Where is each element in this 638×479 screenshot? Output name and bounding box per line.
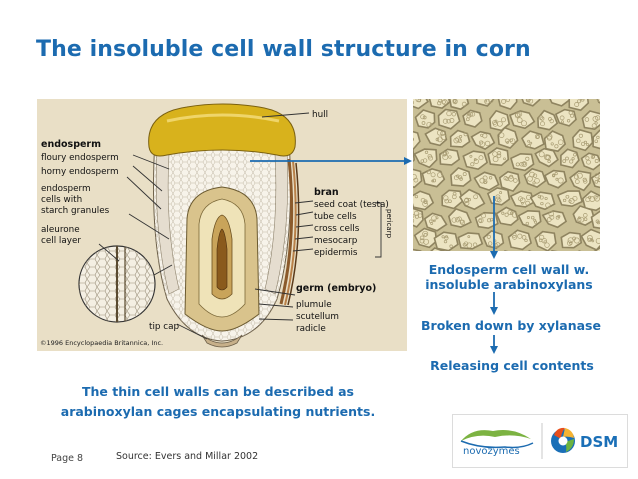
label-mesocarp: mesocarp bbox=[314, 236, 358, 246]
label-hull: hull bbox=[312, 110, 328, 120]
label-tip-cap: tip cap bbox=[149, 322, 180, 332]
dsm-logo: DSM bbox=[551, 427, 618, 453]
flow-step-cell-wall: Endosperm cell wall w. insoluble arabino… bbox=[418, 262, 600, 292]
page-title: The insoluble cell wall structure in cor… bbox=[36, 37, 531, 62]
label-endosperm-cells-1: endosperm bbox=[41, 184, 91, 194]
novozymes-logo: novozymes bbox=[460, 430, 534, 457]
page-number: Page 8 bbox=[51, 453, 84, 464]
copyright-text: ©1996 Encyclopaedia Britannica, Inc. bbox=[40, 339, 163, 347]
caption-line-2: arabinoxylan cages encapsulating nutrien… bbox=[60, 404, 376, 419]
endosperm-micrograph bbox=[375, 66, 632, 272]
label-aleurone-2: cell layer bbox=[41, 236, 81, 246]
label-pericarp: pericarp bbox=[385, 209, 393, 239]
label-plumule: plumule bbox=[296, 300, 332, 310]
label-endosperm-cells-3: starch granules bbox=[41, 206, 110, 216]
label-germ: germ (embryo) bbox=[296, 283, 376, 294]
label-endosperm-cells-2: cells with bbox=[41, 195, 82, 205]
source-citation: Source: Evers and Millar 2002 bbox=[116, 451, 259, 462]
label-bran: bran bbox=[314, 187, 339, 198]
label-seed-coat: seed coat (testa) bbox=[314, 200, 389, 210]
caption: The thin cell walls can be described as … bbox=[44, 382, 392, 422]
label-aleurone-1: aleurone bbox=[41, 225, 80, 235]
label-cross-cells: cross cells bbox=[314, 224, 360, 234]
dsm-wordmark: DSM bbox=[580, 433, 618, 451]
flow-step-1-line-2: insoluble arabinoxylans bbox=[425, 277, 593, 292]
corn-kernel-diagram: endosperm floury endosperm horny endospe… bbox=[37, 99, 407, 351]
flow-step-xylanase: Broken down by xylanase bbox=[421, 318, 601, 333]
novozymes-wordmark: novozymes bbox=[463, 446, 520, 457]
label-epidermis: epidermis bbox=[314, 248, 358, 258]
flow-step-releasing: Releasing cell contents bbox=[430, 358, 594, 373]
label-radicle: radicle bbox=[296, 324, 326, 334]
label-tube-cells: tube cells bbox=[314, 212, 357, 222]
label-scutellum: scutellum bbox=[296, 312, 339, 322]
caption-line-1: The thin cell walls can be described as bbox=[81, 384, 354, 399]
label-floury-endosperm: floury endosperm bbox=[41, 153, 119, 163]
partner-logos: novozymes DSM bbox=[452, 414, 628, 468]
label-horny-endosperm: horny endosperm bbox=[41, 167, 119, 177]
label-endosperm: endosperm bbox=[41, 139, 101, 150]
flow-step-1-line-1: Endosperm cell wall w. bbox=[428, 262, 590, 277]
